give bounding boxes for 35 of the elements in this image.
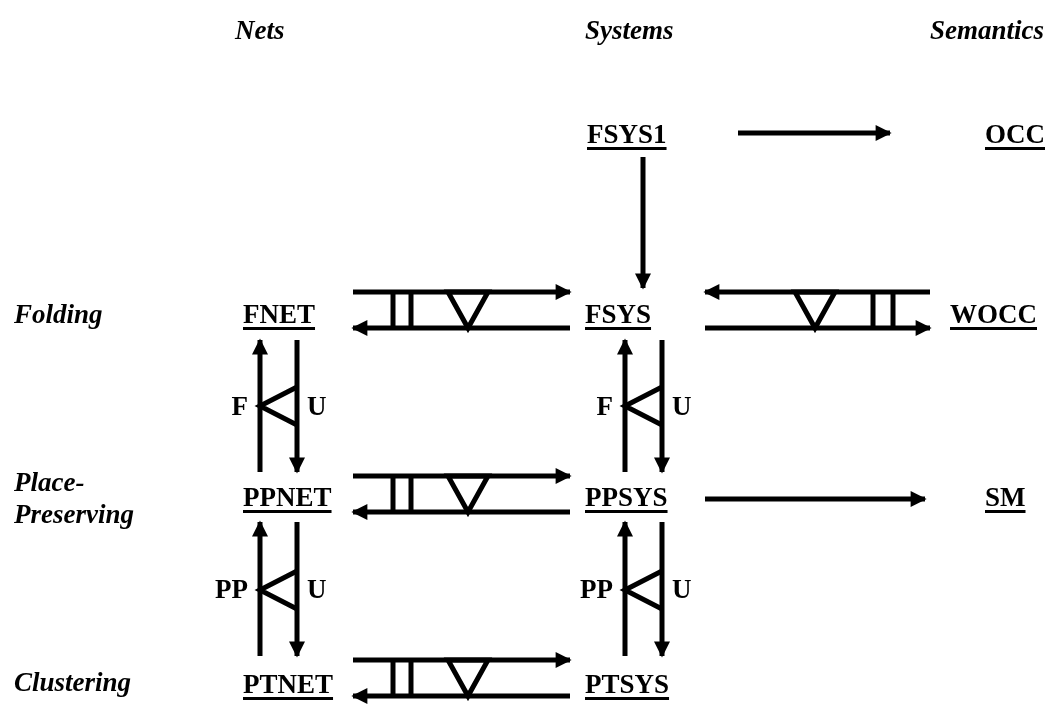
arrow <box>703 284 930 300</box>
arrow <box>289 522 305 658</box>
arrow <box>252 520 268 656</box>
arrow <box>351 320 570 336</box>
node-label: FSYS <box>570 288 705 340</box>
node-label: PPSYS <box>570 472 705 522</box>
arrow <box>617 338 633 472</box>
arrow <box>705 320 932 336</box>
node-label: FSYS1 <box>575 112 738 157</box>
node-label: PTNET <box>230 656 353 712</box>
node-label: OCC <box>890 112 1052 157</box>
row-heading: Folding <box>14 298 103 330</box>
row-heading: Clustering <box>14 666 132 698</box>
arrow <box>738 125 892 141</box>
arrow <box>289 340 305 474</box>
arrow <box>353 468 572 484</box>
row-heading: Place-Preserving <box>14 466 135 530</box>
arrow <box>351 504 570 520</box>
node-label: PPNET <box>230 472 353 522</box>
node-label: FNET <box>230 288 353 340</box>
arrow <box>635 157 651 290</box>
arrow <box>654 522 670 658</box>
arrow <box>353 652 572 668</box>
column-heading: Systems <box>585 14 674 46</box>
arrow <box>654 340 670 474</box>
column-heading: Nets <box>235 14 285 46</box>
arrow <box>617 520 633 656</box>
node-label: WOCC <box>930 288 1056 340</box>
arrow <box>353 284 572 300</box>
node-label: PTSYS <box>570 656 705 712</box>
arrow <box>351 688 570 704</box>
arrow <box>252 338 268 472</box>
node-label: SM <box>925 472 1050 522</box>
arrow <box>705 491 927 507</box>
column-heading: Semantics <box>930 14 1044 46</box>
